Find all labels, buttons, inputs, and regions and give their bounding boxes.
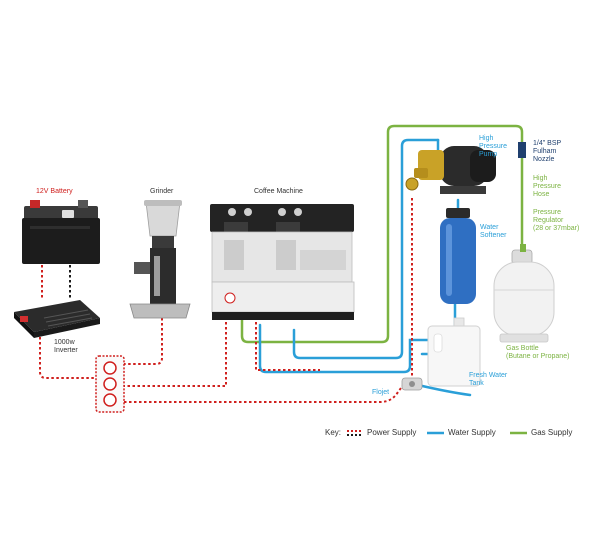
nozzle-label-line1: 1/4" BSP: [533, 140, 562, 147]
inverter-icon: [14, 300, 100, 338]
legend-gas-label: Gas Supply: [531, 428, 573, 437]
legend-power-label: Power Supply: [367, 428, 417, 437]
pump-label-line1: High: [479, 135, 494, 142]
softener-label-line2: Softener: [480, 232, 507, 239]
water-line-tank: [416, 383, 472, 397]
water-line-to-machine: [258, 323, 430, 374]
pump-icon: [405, 146, 496, 194]
legend: [347, 430, 527, 436]
nozzle-label-line2: Fulham: [533, 148, 557, 155]
hose-label-line1: High: [533, 175, 548, 182]
regulator-label-line3: (28 or 37mbar): [533, 225, 580, 232]
coffee-machine-icon: [210, 204, 355, 320]
gas-supply-lines: [240, 124, 524, 344]
power-supply-lines: [39, 198, 413, 403]
gas-bottle-label-line2: (Butane or Propane): [506, 353, 570, 360]
gas-bottle-label-line1: Gas Bottle: [506, 345, 539, 352]
tank-label-line2: Tank: [469, 380, 484, 387]
power-line-machine-b: [255, 322, 320, 371]
pump-label-line3: Pump: [479, 151, 498, 158]
softener-label-line1: Water: [480, 224, 499, 231]
inverter-label-line2: Inverter: [54, 347, 78, 354]
gas-line-main: [240, 124, 524, 344]
legend-key-label: Key:: [325, 428, 342, 437]
power-line-inverter-socket: [39, 332, 96, 379]
flojet-label: Flojet: [372, 389, 390, 396]
gas-bottle-icon: [493, 244, 555, 343]
pump-label-line2: Pressure: [479, 143, 508, 150]
water-softener-icon: [440, 208, 476, 304]
inverter-label-line1: 1000w: [54, 339, 75, 346]
regulator-label-line2: Regulator: [533, 217, 564, 224]
grinder-label: Grinder: [150, 188, 174, 195]
hose-label-line3: Hose: [533, 191, 550, 198]
legend-water-label: Water Supply: [448, 428, 496, 437]
power-socket-icon: [95, 355, 125, 413]
flojet-icon: [401, 377, 423, 391]
water-line-pump-loop: [292, 138, 440, 360]
battery-icon: [22, 200, 100, 264]
battery-label: 12V Battery: [36, 188, 73, 195]
hose-label-line2: Pressure: [533, 183, 562, 190]
power-line-flojet: [124, 383, 405, 403]
power-line-machine-a: [124, 322, 227, 387]
water-tank-icon: [427, 317, 481, 387]
power-line-grinder: [124, 318, 163, 365]
nozzle-label-line3: Nozzle: [533, 156, 555, 163]
regulator-label-line1: Pressure: [533, 209, 562, 216]
coffee-machine-label: Coffee Machine: [254, 188, 303, 195]
tank-label-line1: Fresh Water: [469, 372, 508, 379]
nozzle-icon: [518, 142, 526, 158]
legend-power-swatch: [347, 430, 363, 436]
grinder-icon: [129, 200, 191, 319]
